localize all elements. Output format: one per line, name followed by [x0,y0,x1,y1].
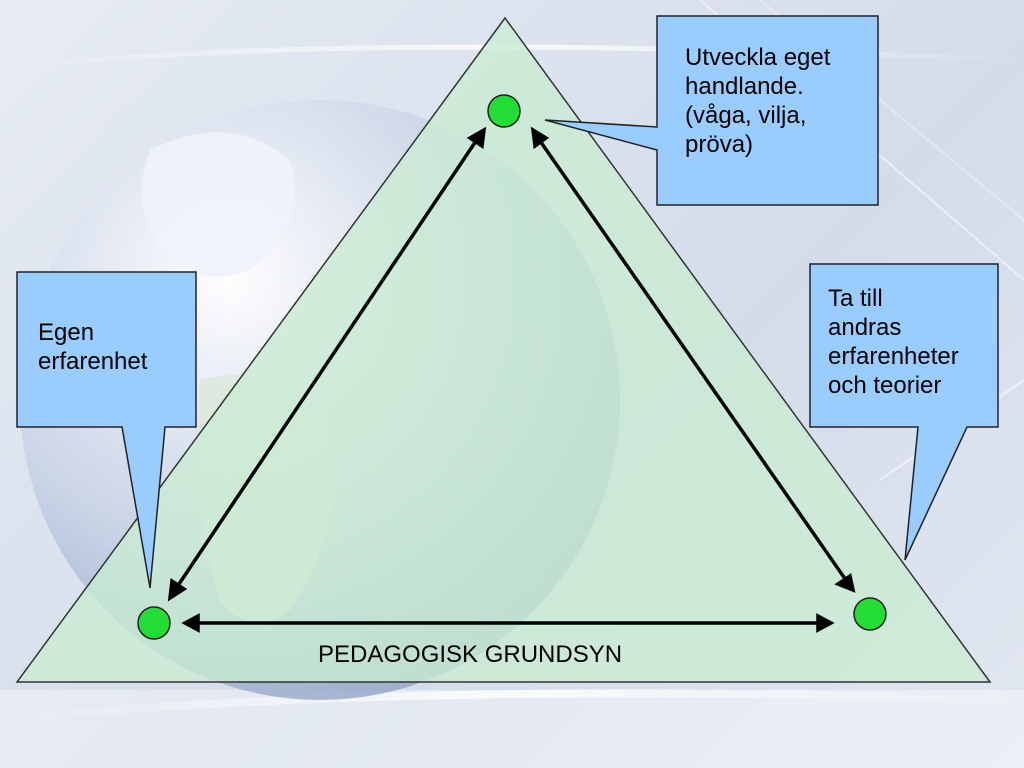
callout-top-line: Utveckla eget [685,44,831,71]
callout-top-box [544,15,879,206]
arrowhead-base-right [816,613,835,633]
callout-right-line: Ta till [828,285,883,312]
callout-top-text: Utveckla eget handlande. (våga, vilja, p… [685,43,830,159]
base-label: PEDAGOGISK GRUNDSYN [318,641,623,668]
pedagogy-triangle [15,16,992,683]
callout-right-line: erfarenheter [828,343,959,370]
arrowhead-left-end [167,577,188,602]
callout-top-line: handlande. [685,73,804,100]
callout-left-line: Egen [38,319,95,346]
callout-top-line: (våga, vilja, [685,102,807,129]
node-top [487,94,521,128]
callout-left-text: Egen erfarenhet [38,318,147,376]
arrowhead-top-right-end [530,126,550,150]
callout-right-box [809,263,999,561]
callout-right-line: och teorier [828,372,942,399]
node-left [137,606,171,640]
arrow-top-to-right [536,136,850,585]
callout-left-box [16,271,197,589]
callout-top-line: pröva) [685,131,754,158]
callout-right-text: Ta till andras erfarenheter och teorier [828,284,959,400]
callout-left-line: erfarenhet [38,348,148,375]
callout-right-line: andras [828,314,902,341]
arrowhead-right-end [834,573,856,593]
arrow-left-to-top [173,137,480,591]
arrows [167,126,856,633]
node-right [853,597,887,631]
arrowhead-base-left [181,613,200,633]
arrowhead-top-left-end [466,126,487,150]
